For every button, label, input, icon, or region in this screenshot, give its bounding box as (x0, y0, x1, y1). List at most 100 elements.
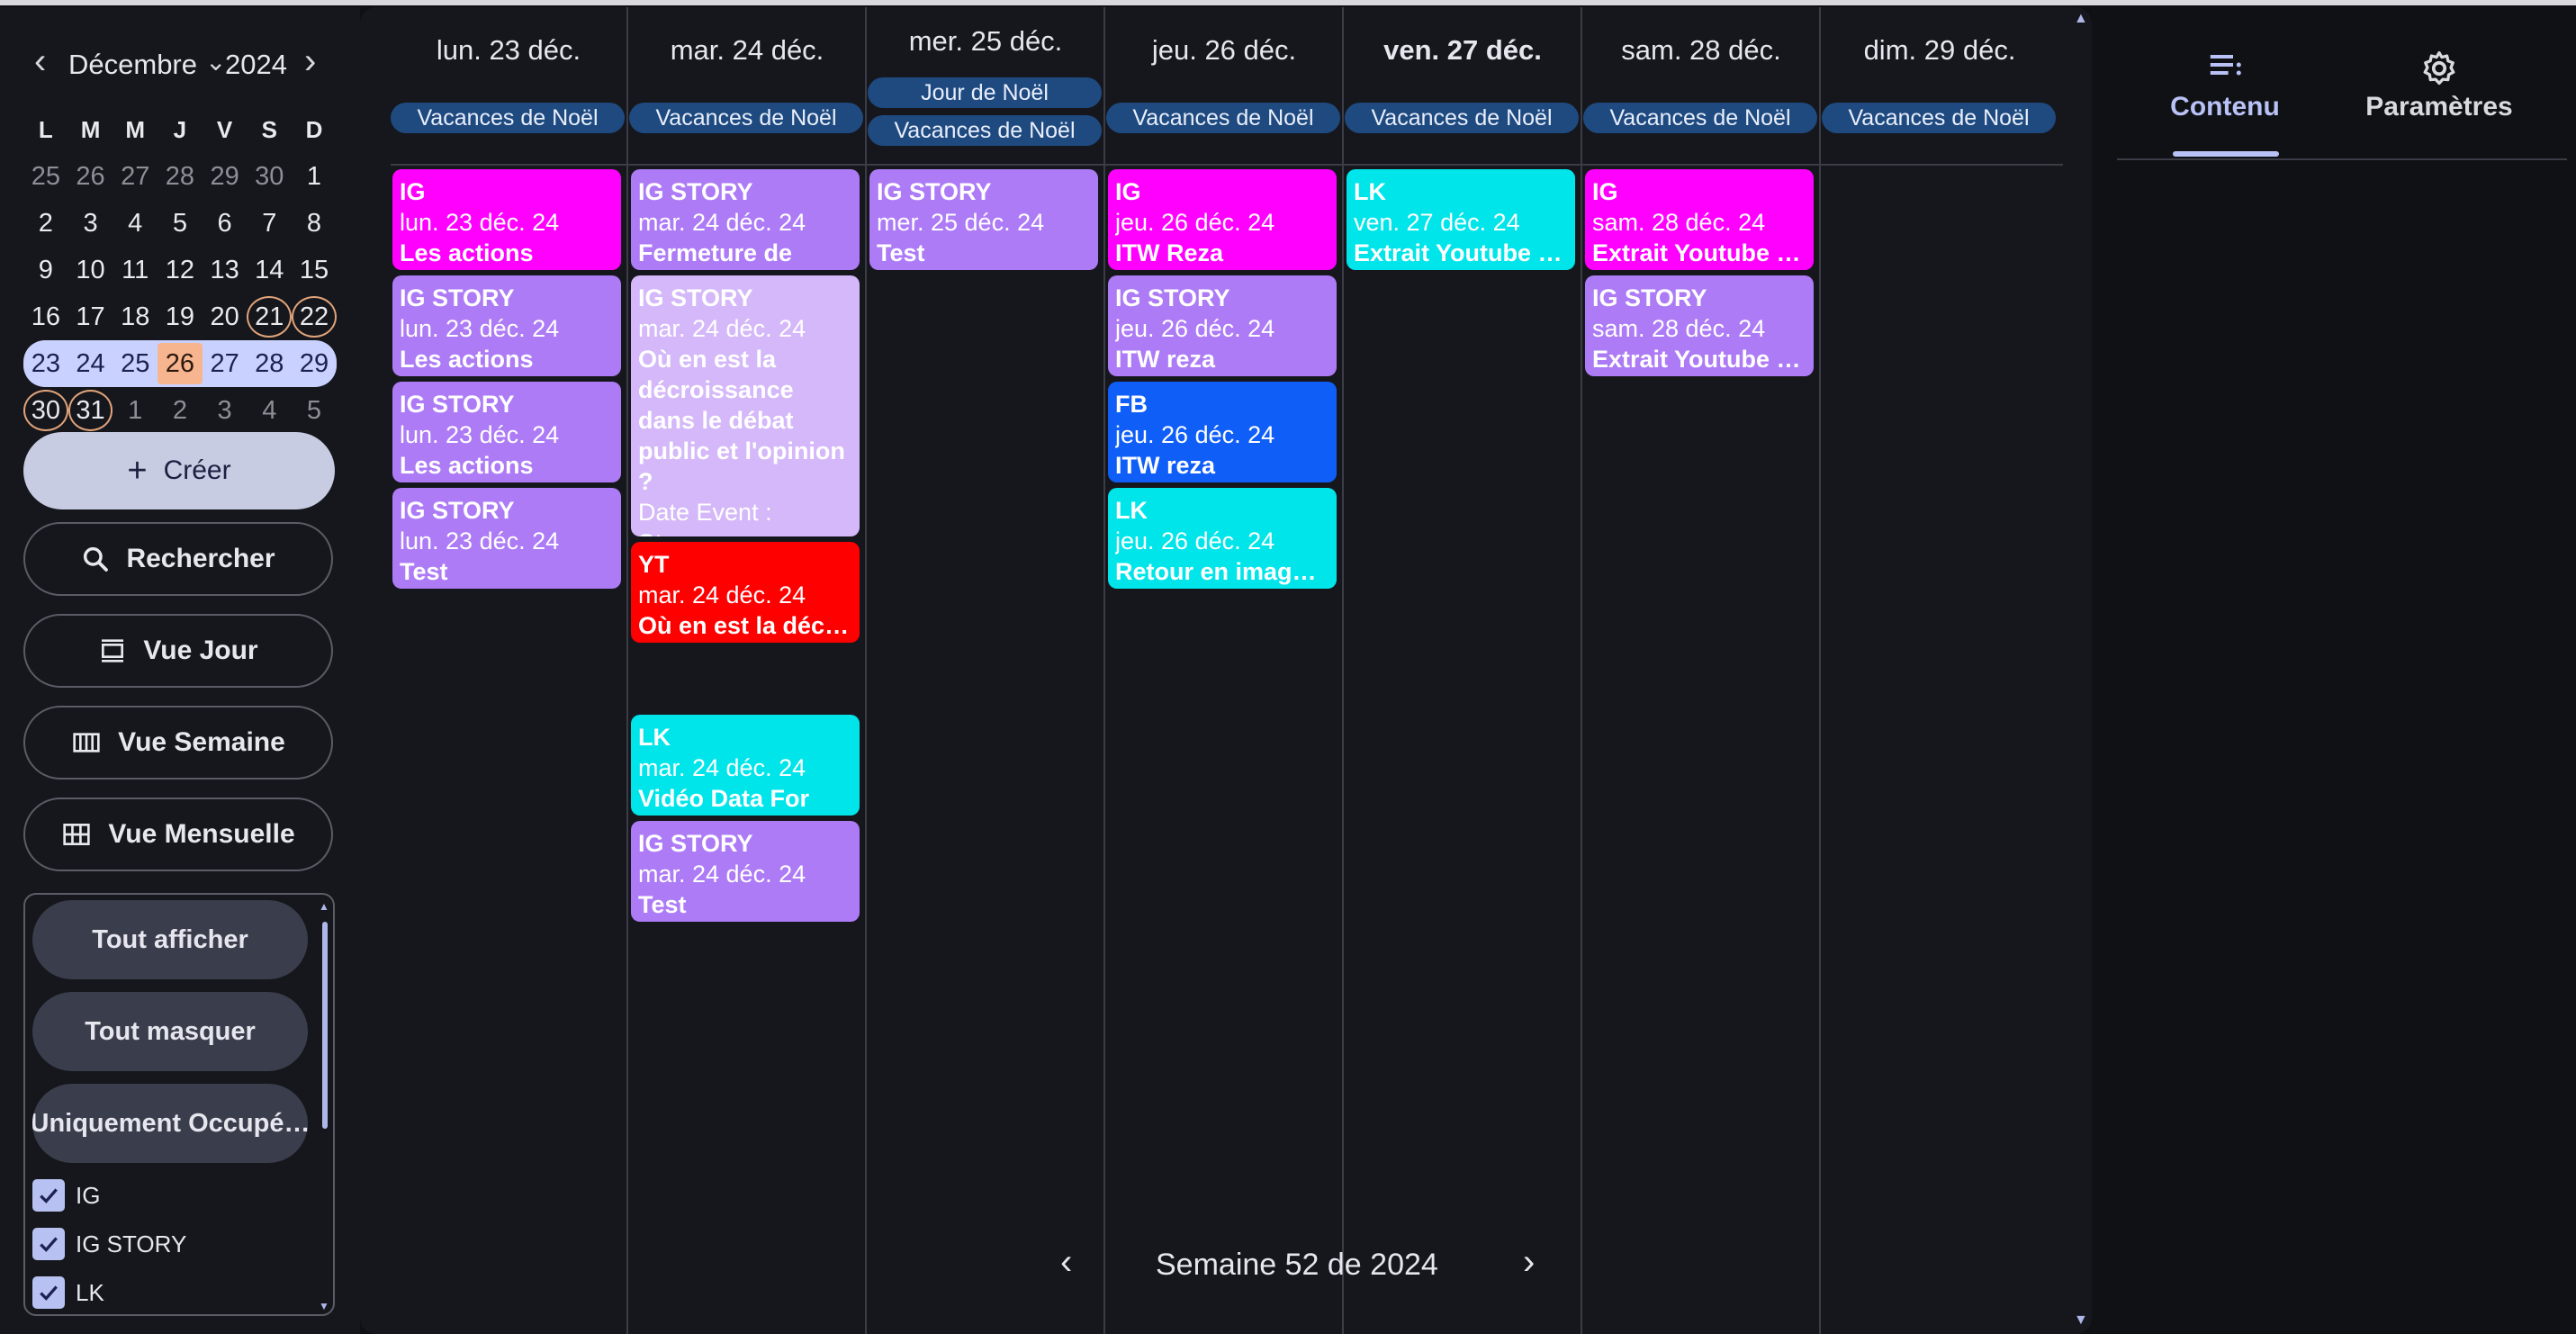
day-cell[interactable]: 16 (31, 302, 60, 331)
tab-settings[interactable]: Paramètres (2349, 49, 2529, 122)
day-cell[interactable]: 5 (306, 395, 322, 425)
event-card[interactable]: IG jeu. 26 déc. 24 ITW Reza (1108, 169, 1337, 270)
event-card[interactable]: IG STORY mer. 25 déc. 24 Test (869, 169, 1098, 270)
day-cell[interactable]: 26 (76, 161, 105, 191)
event-card[interactable]: LK mar. 24 déc. 24 Vidéo Data For (631, 715, 860, 816)
search-button[interactable]: Rechercher (23, 522, 333, 596)
holiday-chip[interactable]: Vacances de Noël (1822, 103, 2056, 133)
event-card[interactable]: FB jeu. 26 déc. 24 ITW reza (1108, 382, 1337, 482)
holiday-chip[interactable]: Vacances de Noël (1583, 103, 1817, 133)
day-cell[interactable]: 15 (299, 255, 329, 284)
day-header[interactable]: mar. 24 déc. (670, 34, 824, 66)
day-cell[interactable]: 5 (172, 208, 187, 238)
event-card[interactable]: LK jeu. 26 déc. 24 Retour en image… (1108, 488, 1337, 589)
month-select[interactable]: Décembre (68, 49, 197, 80)
day-cell[interactable]: 8 (306, 208, 322, 238)
day-cell[interactable]: 3 (217, 395, 232, 425)
day-cell[interactable]: 18 (121, 302, 150, 331)
day-header[interactable]: dim. 29 déc. (1863, 34, 2016, 66)
scroll-down-icon[interactable]: ▼ (2074, 1312, 2088, 1328)
only-busy-button[interactable]: Uniquement Occupé… (32, 1084, 308, 1163)
day-cell-today[interactable]: 26 (158, 343, 203, 384)
next-week-icon[interactable]: › (1523, 1242, 1536, 1282)
day-header[interactable]: lun. 23 déc. (436, 34, 581, 66)
day-cell[interactable]: 17 (76, 302, 105, 331)
filter-item-lk[interactable]: LK (32, 1273, 104, 1312)
filter-scrollbar[interactable]: ▲ ▼ (319, 900, 331, 1312)
day-cell[interactable]: 4 (262, 395, 277, 425)
day-cell[interactable]: 21 (247, 296, 293, 338)
event-card[interactable]: IG STORY lun. 23 déc. 24 Les actions (392, 275, 621, 376)
show-all-button[interactable]: Tout afficher (32, 900, 308, 979)
year-label[interactable]: 2024 (225, 49, 287, 80)
day-cell[interactable]: 2 (172, 395, 187, 425)
day-header[interactable]: sam. 28 déc. (1621, 34, 1781, 66)
scroll-up-icon[interactable]: ▲ (2074, 11, 2088, 26)
prev-month-icon[interactable]: ‹ (34, 41, 47, 81)
day-cell[interactable]: 1 (128, 395, 143, 425)
day-cell[interactable]: 6 (217, 208, 232, 238)
hide-all-button[interactable]: Tout masquer (32, 992, 308, 1071)
holiday-chip[interactable]: Vacances de Noël (629, 103, 863, 133)
day-cell[interactable]: 1 (306, 161, 322, 191)
tab-content[interactable]: Contenu (2135, 49, 2315, 122)
day-cell[interactable]: 7 (262, 208, 277, 238)
event-card[interactable]: IG STORY mar. 24 déc. 24 Test (631, 821, 860, 922)
day-cell[interactable]: 10 (76, 255, 105, 284)
day-view-button[interactable]: Vue Jour (23, 614, 333, 688)
day-header[interactable]: mer. 25 déc. (908, 25, 1063, 57)
day-cell[interactable]: 22 (292, 296, 337, 338)
day-cell[interactable]: 24 (76, 348, 105, 378)
event-card[interactable]: LK ven. 27 déc. 24 Extrait Youtube E… (1347, 169, 1575, 270)
day-cell[interactable]: 11 (122, 255, 149, 284)
day-cell[interactable]: 19 (165, 302, 195, 331)
holiday-chip[interactable]: Jour de Noël (868, 77, 1102, 108)
event-card[interactable]: YT mar. 24 déc. 24 Où en est la décr… (631, 542, 860, 643)
event-card-expanded[interactable]: IG STORY mar. 24 déc. 24 Où en est la dé… (631, 275, 860, 536)
day-cell[interactable]: 27 (121, 161, 150, 191)
week-view-button[interactable]: Vue Semaine (23, 706, 333, 780)
event-card[interactable]: IG STORY lun. 23 déc. 24 Test (392, 488, 621, 589)
event-card[interactable]: IG STORY jeu. 26 déc. 24 ITW reza (1108, 275, 1337, 376)
day-cell[interactable]: 13 (210, 255, 239, 284)
filter-item-ig-story[interactable]: IG STORY (32, 1224, 186, 1264)
day-cell[interactable]: 30 (23, 390, 68, 431)
day-cell[interactable]: 23 (31, 348, 60, 378)
day-cell[interactable]: 27 (210, 348, 239, 378)
chevron-down-icon[interactable]: ⌄ (205, 48, 227, 76)
checkbox-checked[interactable] (32, 1276, 65, 1309)
scroll-down-icon[interactable]: ▼ (319, 1300, 329, 1312)
prev-week-icon[interactable]: ‹ (1060, 1242, 1073, 1282)
day-header-today[interactable]: ven. 27 déc. (1383, 34, 1542, 66)
day-cell[interactable]: 14 (255, 255, 284, 284)
event-card[interactable]: IG STORY mar. 24 déc. 24 Fermeture de (631, 169, 860, 270)
scroll-up-icon[interactable]: ▲ (319, 900, 329, 913)
day-cell[interactable]: 12 (165, 255, 195, 284)
checkbox-checked[interactable] (32, 1228, 65, 1260)
scrollbar-thumb[interactable] (322, 922, 328, 1129)
day-cell[interactable]: 25 (121, 348, 150, 378)
holiday-chip[interactable]: Vacances de Noël (391, 103, 625, 133)
day-cell[interactable]: 29 (210, 161, 239, 191)
day-cell[interactable]: 30 (255, 161, 284, 191)
event-card[interactable]: IG sam. 28 déc. 24 Extrait Youtube L… (1585, 169, 1814, 270)
create-button[interactable]: + Créer (23, 432, 335, 509)
day-cell[interactable]: 29 (299, 348, 329, 378)
holiday-chip[interactable]: Vacances de Noël (1106, 103, 1340, 133)
day-cell[interactable]: 4 (128, 208, 143, 238)
holiday-chip[interactable]: Vacances de Noël (868, 115, 1102, 146)
filter-item-ig[interactable]: IG (32, 1176, 100, 1215)
event-card[interactable]: IG STORY sam. 28 déc. 24 Extrait Youtube… (1585, 275, 1814, 376)
day-cell[interactable]: 9 (38, 255, 53, 284)
event-card[interactable]: IG lun. 23 déc. 24 Les actions (392, 169, 621, 270)
day-cell[interactable]: 28 (255, 348, 284, 378)
checkbox-checked[interactable] (32, 1179, 65, 1212)
next-month-icon[interactable]: › (304, 41, 317, 81)
month-view-button[interactable]: Vue Mensuelle (23, 798, 333, 871)
day-cell[interactable]: 20 (210, 302, 239, 331)
day-cell[interactable]: 3 (83, 208, 98, 238)
day-header[interactable]: jeu. 26 déc. (1151, 34, 1297, 66)
event-card[interactable]: IG STORY lun. 23 déc. 24 Les actions (392, 382, 621, 482)
day-cell[interactable]: 2 (38, 208, 53, 238)
day-cell[interactable]: 31 (68, 390, 113, 431)
